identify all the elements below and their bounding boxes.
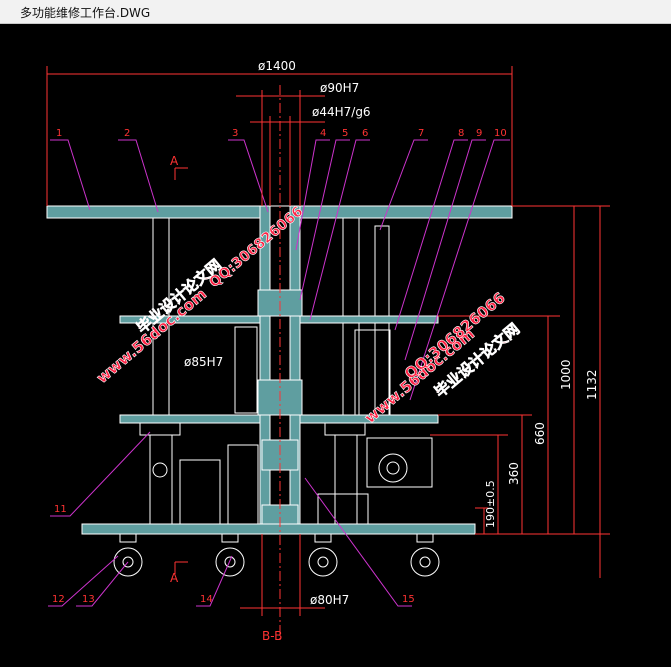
leader-lines	[48, 139, 510, 607]
part-number: 10	[494, 128, 507, 139]
part-number: 11	[54, 504, 67, 515]
dim-shaft-fit: ø44H7/g6	[312, 105, 371, 119]
dim-height-mid: 1000	[559, 359, 573, 390]
part-number: 5	[342, 128, 348, 139]
window-titlebar: 多功能维修工作台.DWG	[0, 0, 671, 24]
dim-bore-bottom: ø80H7	[310, 593, 349, 607]
part-number: 9	[476, 128, 482, 139]
part-number: 6	[362, 128, 368, 139]
part-number: 1	[56, 128, 62, 139]
part-numbers: 1 2 3 4 5 6 7 8 9 10 11 12 13 14 15	[52, 128, 507, 605]
dim-shaft-upper: ø90H7	[320, 81, 359, 95]
columns	[139, 217, 433, 525]
cad-drawing-canvas[interactable]: ø1400 ø90H7 ø44H7/g6 ø85H7 ø80H7 A A B-B…	[0, 24, 671, 663]
part-number: 8	[458, 128, 464, 139]
dim-bore-mid: ø85H7	[184, 355, 223, 369]
part-number: 4	[320, 128, 326, 139]
dim-height-190: 190±0.5	[484, 480, 497, 528]
central-shaft	[257, 85, 303, 640]
part-number: 15	[402, 594, 415, 605]
dimension-texts: ø1400 ø90H7 ø44H7/g6 ø85H7 ø80H7 A A B-B…	[170, 59, 599, 643]
part-number: 14	[200, 594, 213, 605]
part-number: 3	[232, 128, 238, 139]
casters	[113, 533, 440, 577]
drawing-svg: ø1400 ø90H7 ø44H7/g6 ø85H7 ø80H7 A A B-B…	[0, 24, 671, 663]
part-number: 7	[418, 128, 424, 139]
section-mark-bottom: A	[170, 571, 179, 585]
dim-height-660: 660	[533, 422, 547, 445]
part-number: 2	[124, 128, 130, 139]
dim-overall-width: ø1400	[258, 59, 296, 73]
part-number: 12	[52, 594, 65, 605]
base-plate	[81, 523, 476, 535]
dimension-lines	[46, 66, 610, 616]
section-mark-top: A	[170, 154, 179, 168]
section-view-label: B-B	[262, 629, 282, 643]
window-title: 多功能维修工作台.DWG	[20, 6, 151, 20]
part-number: 13	[82, 594, 95, 605]
dim-height-total: 1132	[585, 369, 599, 400]
dim-height-360: 360	[507, 462, 521, 485]
